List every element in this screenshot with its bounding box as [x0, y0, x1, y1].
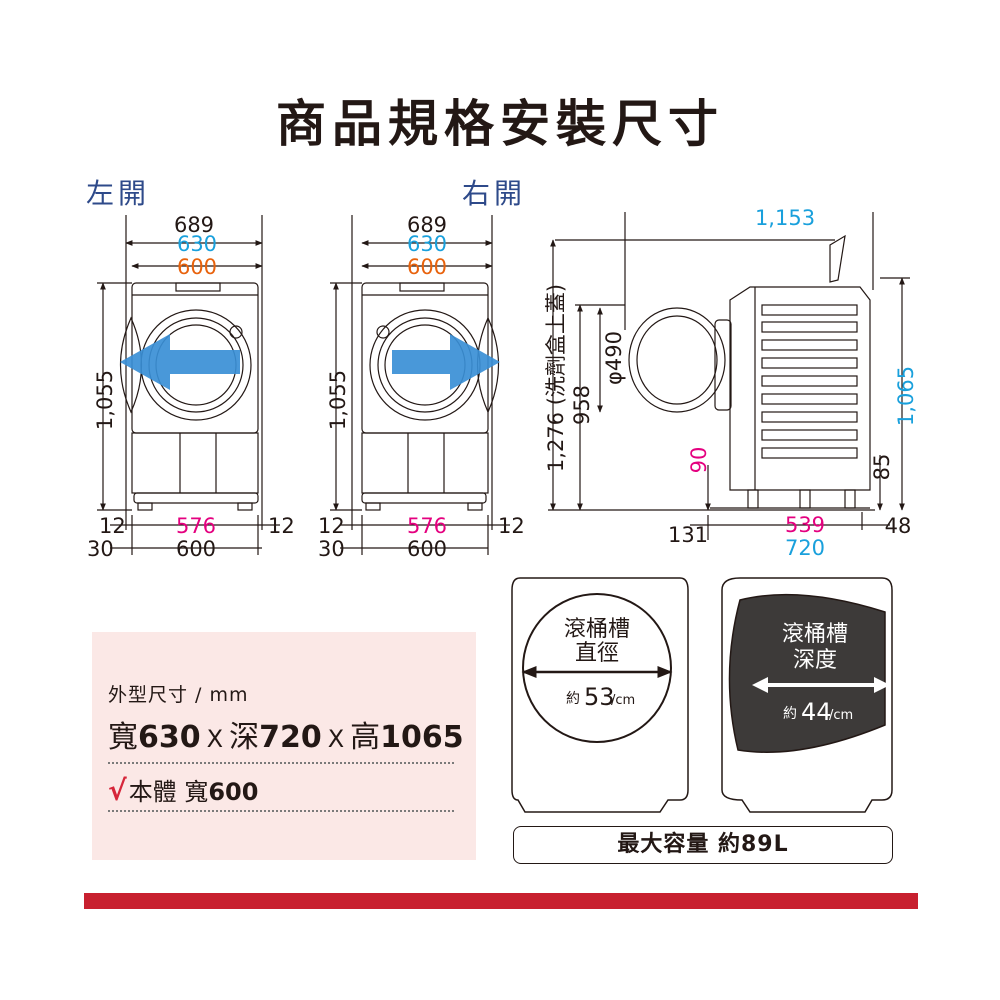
open-direction-arrow-left [120, 334, 240, 390]
page-title: 商品規格安裝尺寸 [276, 95, 724, 153]
left-open-front-view [97, 215, 280, 555]
spec-x2: X [327, 725, 345, 753]
drum-diameter-panel [511, 577, 689, 813]
drum-depth-panel [721, 577, 893, 813]
spec-body-width: √本體 寬600 [108, 772, 258, 807]
spec-width: 630 [138, 720, 201, 755]
check-icon: √ [108, 774, 127, 807]
spec-depth-label: 深 [229, 720, 260, 755]
spec-unit-label: 外型尺寸 / mm [108, 684, 249, 706]
spec-body-width-value: 600 [208, 778, 259, 806]
spec-summary-box [92, 632, 476, 860]
spec-height: 1065 [380, 720, 464, 755]
spec-width-label: 寬 [108, 720, 138, 755]
right-open-label: 右開 [462, 177, 527, 210]
capacity-box: 最大容量 約89L [513, 826, 893, 864]
side-view [548, 212, 910, 540]
open-direction-arrow-right [392, 334, 500, 390]
dotted-divider-1 [108, 762, 454, 764]
spec-height-label: 高 [350, 720, 381, 755]
left-open-label: 左開 [86, 177, 151, 210]
spec-body-label: 本體 寬 [128, 778, 209, 806]
footer-red-bar [84, 893, 918, 909]
dotted-divider-2 [108, 810, 454, 812]
right-open-front-view [330, 215, 510, 555]
spec-x1: X [206, 725, 224, 753]
spec-depth: 720 [259, 720, 322, 755]
